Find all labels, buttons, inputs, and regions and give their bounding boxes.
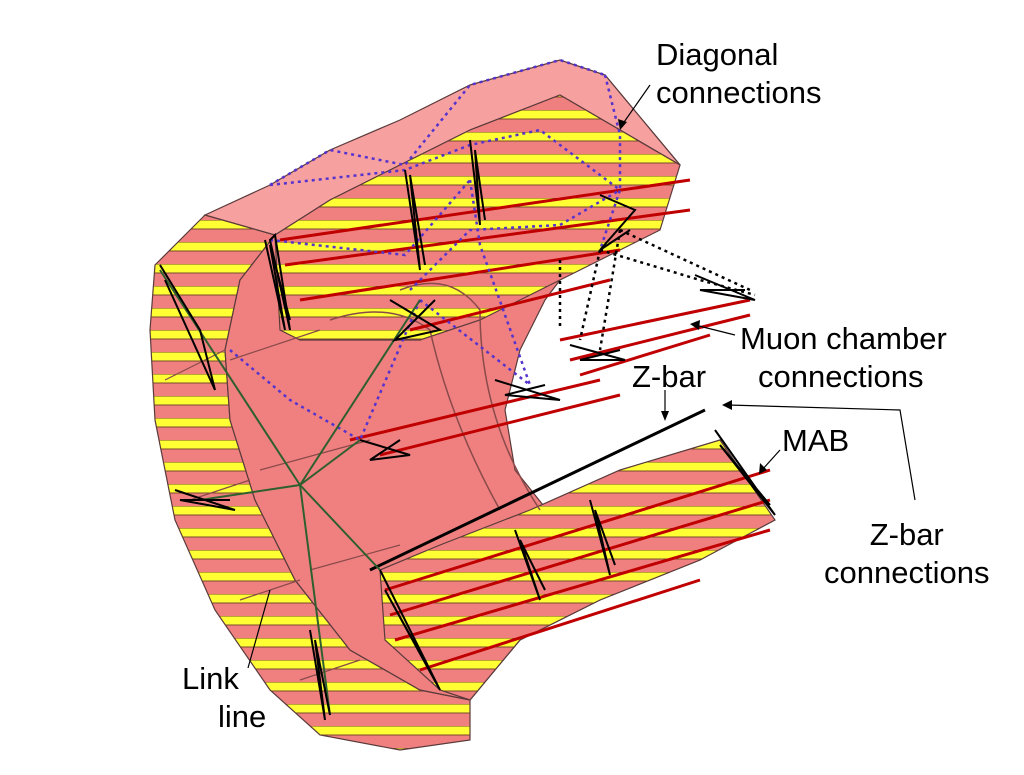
detector-body (149, 59, 776, 751)
z-bar (369, 408, 706, 572)
label-diagonal-connections: Diagonal connections (656, 37, 822, 110)
label-link-line: Link line (182, 661, 267, 734)
truss-elements (159, 139, 776, 721)
label-muon-chamber-connections: Muon chamber connections (740, 321, 947, 394)
label-z-bar-connections: Z-bar connections (824, 517, 990, 590)
link-lines (159, 269, 421, 716)
top-striped-side (274, 94, 681, 341)
label-z-bar: Z-bar (632, 359, 707, 394)
callout-leaders (247, 84, 916, 669)
label-mab: MAB (782, 423, 850, 458)
muon-chamber-rails (279, 178, 771, 672)
callout-arrowheads (618, 119, 767, 474)
